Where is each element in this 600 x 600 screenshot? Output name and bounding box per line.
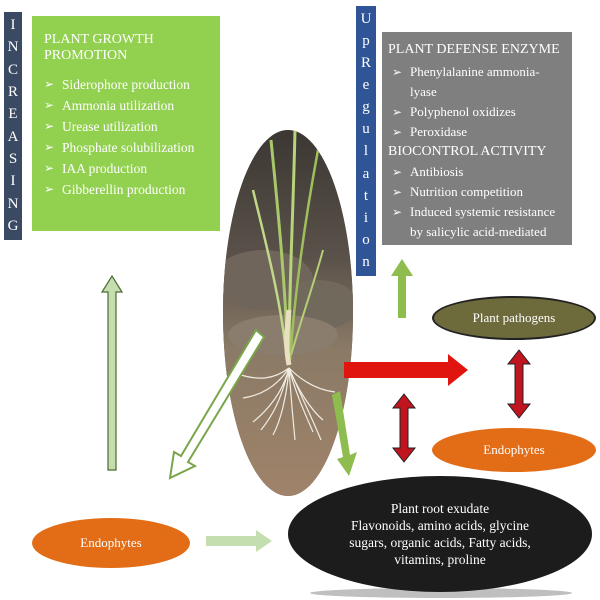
- banner-letter: o: [362, 231, 370, 248]
- list-item: Phenylalanine ammonia-lyase: [388, 62, 566, 102]
- biocontrol-title: BIOCONTROL ACTIVITY: [388, 144, 547, 159]
- banner-letter: t: [363, 187, 369, 204]
- banner-letter: E: [8, 106, 18, 123]
- banner-letter: A: [7, 128, 19, 145]
- increasing-banner: I N C R E A S I N G: [4, 12, 22, 240]
- double-arrow-center: [391, 393, 417, 463]
- list-item: IAA production: [40, 158, 212, 179]
- list-item: Phosphate solubilization: [40, 137, 212, 158]
- banner-letter: u: [362, 121, 370, 138]
- red-arrow-to-pathogens: [344, 354, 468, 386]
- list-item: Ammonia utilization: [40, 95, 212, 116]
- banner-letter: S: [8, 150, 18, 167]
- list-item: Polyphenol oxidizes: [388, 102, 566, 122]
- list-item: Induced systemic resistance by salicylic…: [388, 202, 566, 242]
- plant-defense-box: PLANT DEFENSE ENZYME Phenylalanine ammon…: [382, 32, 572, 245]
- banner-letter: l: [363, 143, 369, 160]
- root-exudate-ellipse: Plant root exudate Flavonoids, amino aci…: [288, 476, 592, 592]
- banner-letter: U: [360, 11, 372, 27]
- plant-root-image: [223, 130, 353, 496]
- pathogens-label: Plant pathogens: [472, 310, 556, 325]
- right-arrow-endophytes: [206, 530, 272, 552]
- banner-letter: I: [10, 17, 16, 33]
- banner-letter: G: [7, 217, 19, 234]
- banner-letter: N: [7, 195, 19, 212]
- banner-letter: n: [362, 253, 370, 270]
- list-item: Urease utilization: [40, 116, 212, 137]
- exudate-line: vitamins, proline: [394, 552, 486, 567]
- list-item: Gibberellin production: [40, 179, 212, 200]
- up-arrow-right: [391, 259, 413, 318]
- banner-letter: R: [7, 83, 18, 100]
- list-item: Siderophore production: [40, 74, 212, 95]
- banner-letter: I: [10, 173, 16, 190]
- banner-letter: a: [362, 165, 370, 182]
- exudate-line: Plant root exudate: [390, 501, 490, 516]
- banner-letter: N: [7, 39, 19, 56]
- endophytes-right-ellipse: Endophytes: [432, 428, 596, 472]
- list-item: Peroxidase: [388, 122, 566, 142]
- double-arrow-right: [506, 349, 532, 419]
- banner-letter: e: [362, 77, 370, 94]
- growth-title: PLANT GROWTH PROMOTION: [44, 32, 154, 63]
- banner-letter: R: [360, 55, 371, 72]
- exudate-shadow: [310, 588, 572, 598]
- plant-illustration: [223, 130, 353, 496]
- endophytes-label: Endophytes: [483, 442, 545, 457]
- endophytes-label: Endophytes: [80, 535, 142, 550]
- list-item: Nutrition competition: [388, 182, 566, 202]
- biocontrol-list: Antibiosis Nutrition competition Induced…: [388, 162, 566, 242]
- defense-title: PLANT DEFENSE ENZYME: [388, 42, 560, 57]
- endophytes-left-ellipse: Endophytes: [32, 518, 190, 568]
- enzyme-list: Phenylalanine ammonia-lyase Polyphenol o…: [388, 62, 566, 142]
- plant-pathogens-ellipse: Plant pathogens: [432, 296, 596, 340]
- plant-growth-promotion-box: PLANT GROWTH PROMOTION Siderophore produ…: [32, 16, 220, 231]
- banner-letter: g: [362, 99, 370, 116]
- banner-letter: C: [7, 61, 18, 78]
- list-item: Antibiosis: [388, 162, 566, 182]
- banner-letter: i: [363, 209, 369, 226]
- growth-list: Siderophore production Ammonia utilizati…: [40, 74, 212, 200]
- banner-letter: p: [362, 33, 370, 50]
- exudate-line: Flavonoids, amino acids, glycine: [350, 518, 530, 533]
- up-arrow-left: [100, 274, 124, 471]
- upregulation-banner: U p R e g u l a t i o n: [356, 6, 376, 276]
- exudate-line: sugars, organic acids, Fatty acids,: [349, 535, 531, 550]
